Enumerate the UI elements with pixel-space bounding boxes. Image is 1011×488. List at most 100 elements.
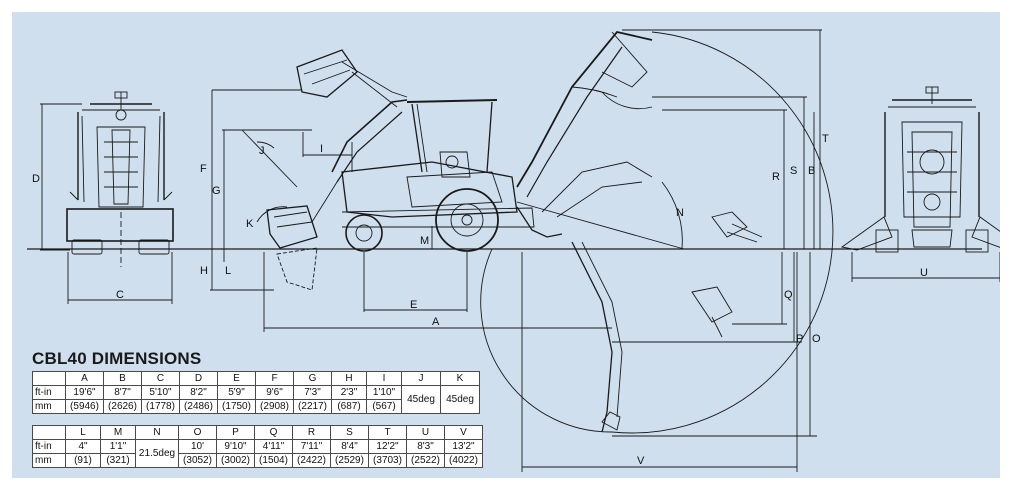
empty-cell	[32, 371, 66, 386]
empty-cell	[32, 425, 66, 440]
svg-text:G: G	[212, 185, 221, 197]
value-cell: 7'3"	[293, 385, 332, 400]
dim-E: E	[363, 252, 468, 312]
dim-H: H	[200, 249, 274, 291]
svg-text:J: J	[259, 145, 265, 157]
svg-text:R: R	[772, 171, 780, 183]
header-cell: Q	[254, 425, 293, 440]
dim-A: A	[263, 252, 612, 332]
value-cell: (1778)	[141, 399, 180, 414]
svg-text:B: B	[808, 165, 815, 177]
svg-text:D: D	[32, 173, 40, 185]
value-cell: 4'11"	[254, 439, 293, 454]
svg-text:Q: Q	[784, 289, 793, 301]
value-cell: (91)	[65, 453, 101, 468]
svg-text:O: O	[812, 333, 821, 345]
dim-G: G	[212, 129, 312, 249]
value-cell: 8'4"	[330, 439, 369, 454]
dim-D: D	[32, 103, 82, 251]
dim-T: T	[622, 29, 829, 249]
value-cell: (4022)	[444, 453, 483, 468]
header-cell: N	[135, 425, 179, 440]
value-cell: 1'1"	[100, 439, 136, 454]
value-cell: 2'3"	[331, 385, 367, 400]
dim-M: M	[420, 226, 433, 249]
dim-N: N	[516, 181, 685, 250]
dim-F: F	[200, 89, 302, 249]
svg-text:V: V	[637, 455, 645, 467]
svg-text:U: U	[920, 267, 928, 279]
value-cell: 5'9"	[217, 385, 256, 400]
table-header-row: A B C D E F G H I J K	[32, 371, 480, 386]
value-cell: (321)	[100, 453, 136, 468]
machine-diagram: D C	[27, 29, 1000, 472]
value-cell: (3002)	[216, 453, 255, 468]
header-cell: B	[103, 371, 142, 386]
value-cell: (2217)	[293, 399, 332, 414]
header-cell: H	[331, 371, 367, 386]
dim-V: V	[521, 252, 798, 472]
header-cell: U	[406, 425, 445, 440]
header-cell: R	[292, 425, 331, 440]
svg-text:C: C	[116, 289, 124, 301]
dim-S: S	[652, 96, 807, 249]
value-cell: 8'3"	[406, 439, 445, 454]
table-row-mm: mm (5946) (2626) (1778) (2486) (1750) (2…	[32, 399, 480, 414]
value-cell-J: 45deg	[401, 385, 441, 414]
value-cell: 9'6"	[255, 385, 294, 400]
svg-text:K: K	[246, 218, 254, 230]
value-cell: 7'11"	[292, 439, 331, 454]
svg-text:M: M	[420, 235, 429, 247]
spec-title: CBL40 DIMENSIONS	[32, 349, 202, 368]
header-cell: J	[401, 371, 441, 386]
table-row-ftin: ft-in 4" 1'1" 21.5deg 10' 9'10" 4'11" 7'…	[32, 439, 483, 468]
value-cell: (2908)	[255, 399, 294, 414]
svg-text:L: L	[225, 265, 231, 277]
table-header-row: L M N O P Q R S T U V	[32, 425, 483, 440]
dim-I: I	[302, 132, 353, 172]
dim-L: L	[223, 249, 231, 277]
value-cell: 4"	[65, 439, 101, 454]
table-row-ftin: ft-in 19'6" 8'7" 5'10" 8'2" 5'9" 9'6" 7'…	[32, 385, 480, 414]
header-cell: E	[217, 371, 256, 386]
value-cell: (567)	[366, 399, 402, 414]
svg-text:A: A	[432, 316, 440, 328]
value-cell: 13'2"	[444, 439, 483, 454]
dim-P: P	[612, 252, 803, 345]
value-cell-N: 21.5deg	[135, 439, 179, 468]
dim-U: U	[851, 252, 1000, 282]
value-cell: (2422)	[292, 453, 331, 468]
dim-J: J	[241, 129, 298, 188]
svg-text:I: I	[320, 143, 323, 155]
header-cell: S	[330, 425, 369, 440]
row-label: mm	[32, 399, 66, 414]
svg-text:F: F	[200, 163, 207, 175]
svg-text:E: E	[410, 299, 417, 311]
value-cell: 9'10"	[216, 439, 255, 454]
dim-B: B	[808, 112, 815, 249]
value-cell: (2522)	[406, 453, 445, 468]
header-cell: T	[368, 425, 407, 440]
header-cell: K	[440, 371, 480, 386]
svg-text:S: S	[790, 165, 797, 177]
value-cell: (1750)	[217, 399, 256, 414]
value-cell: (2529)	[330, 453, 369, 468]
row-label: ft-in	[32, 385, 66, 400]
value-cell: (2486)	[179, 399, 218, 414]
value-cell: (3703)	[368, 453, 407, 468]
value-cell: 10'	[178, 439, 217, 454]
value-cell: 19'6"	[65, 385, 104, 400]
svg-text:N: N	[676, 207, 684, 219]
value-cell: 8'7"	[103, 385, 142, 400]
spec-table-1: A B C D E F G H I J K ft-in 19'6" 8'7" 5…	[32, 371, 480, 414]
value-cell: (687)	[331, 399, 367, 414]
dim-C: C	[67, 252, 173, 304]
value-cell-K: 45deg	[440, 385, 480, 414]
svg-text:T: T	[822, 133, 829, 145]
header-cell: D	[179, 371, 218, 386]
dim-K: K	[246, 206, 288, 230]
header-cell: G	[293, 371, 332, 386]
value-cell: 5'10"	[141, 385, 180, 400]
header-cell: I	[366, 371, 402, 386]
value-cell: (3052)	[178, 453, 217, 468]
